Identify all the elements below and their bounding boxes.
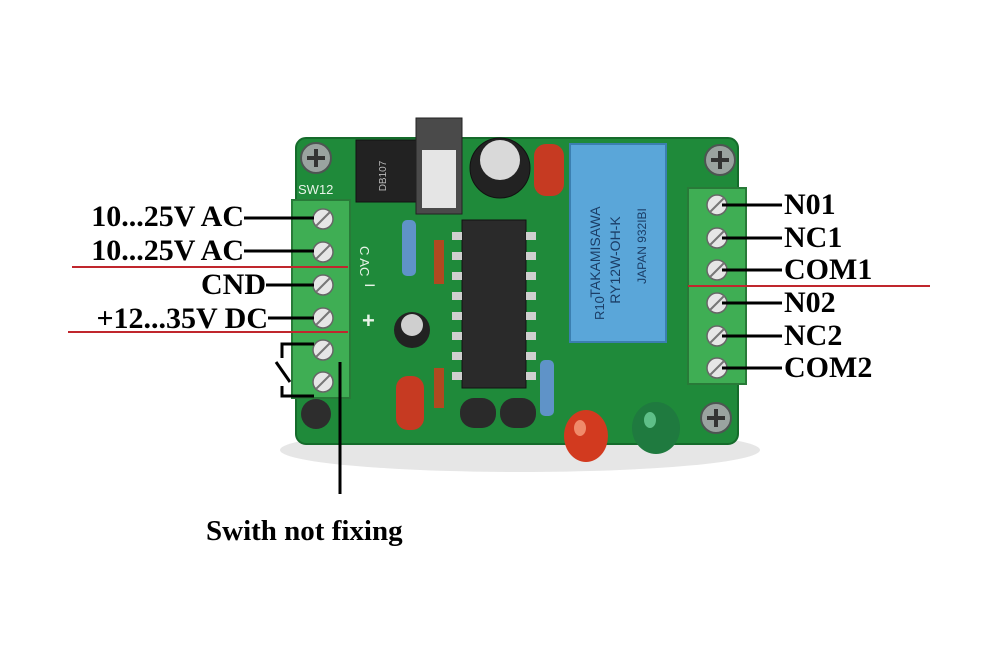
led-green	[632, 402, 680, 454]
bridge-rectifier	[355, 139, 417, 203]
label-no1: N01	[784, 188, 836, 221]
silk-ac-label: C AC	[357, 246, 372, 276]
left-screw-terminals	[312, 208, 334, 393]
relay-code: R10	[592, 296, 607, 320]
mounting-screw-top-right	[704, 144, 736, 176]
ic-chip	[461, 219, 527, 389]
label-dc-input: +12...35V DC	[96, 302, 268, 335]
label-nc1: NC1	[784, 221, 843, 254]
small-capacitor-top	[401, 314, 423, 336]
bridge-marking: DB107	[378, 160, 389, 191]
relay	[569, 143, 667, 343]
transistor-1	[460, 398, 496, 428]
switch-symbol	[274, 342, 314, 398]
resistor-1	[402, 220, 416, 276]
led-red	[564, 410, 608, 462]
label-com2: COM2	[784, 351, 873, 384]
relay-model: RY12W-OH-K	[607, 216, 623, 304]
capacitor-top	[480, 140, 520, 180]
label-com1: COM1	[784, 253, 873, 286]
mounting-screw-bottom-left	[301, 399, 331, 429]
ic-pins	[452, 232, 536, 380]
film-capacitor-bottom	[396, 376, 424, 430]
mounting-screw-bottom-right	[700, 402, 732, 434]
right-leader-lines	[722, 203, 782, 370]
label-ac-input-2: 10...25V AC	[91, 234, 244, 267]
silk-sw-label: SW12	[298, 182, 333, 197]
left-terminal-block	[291, 199, 351, 399]
silk-minus: −	[364, 275, 376, 297]
label-nc2: NC2	[784, 319, 843, 352]
relay-origin: JAPAN 932IBI	[635, 208, 649, 284]
diode-1	[434, 240, 444, 284]
diode-2	[434, 368, 444, 408]
mounting-screw-top-left	[300, 142, 332, 174]
left-leader-lines	[244, 216, 314, 320]
caption-switch-note: Swith not fixing	[206, 515, 403, 547]
silk-plus: +	[362, 308, 375, 333]
label-ground: CND	[201, 268, 266, 301]
transistor-2	[500, 398, 536, 428]
relay-brand: TAKAMISAWA	[587, 206, 603, 298]
label-ac-input-1: 10...25V AC	[91, 200, 244, 233]
resistor-2	[540, 360, 554, 416]
right-screw-terminals	[706, 194, 728, 379]
regulator-heatsink-tab	[422, 150, 456, 208]
label-no2: N02	[784, 286, 836, 319]
red-separator-lines	[68, 266, 930, 333]
film-capacitor-top	[534, 144, 564, 196]
